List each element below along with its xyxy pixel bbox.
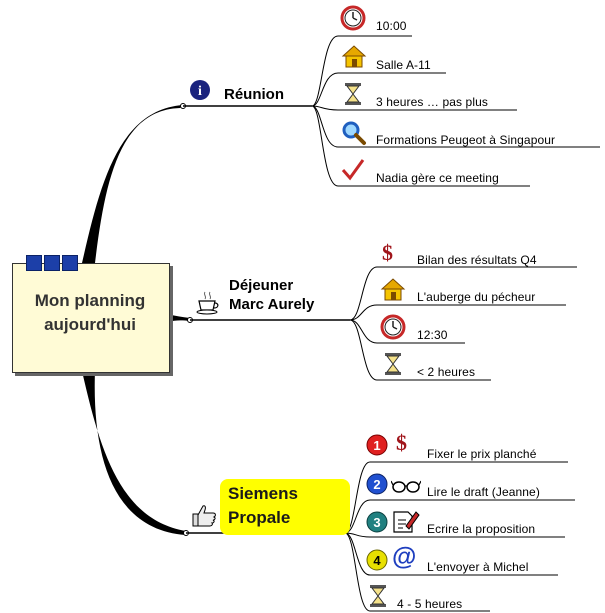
dollar-icon: $ — [396, 430, 407, 455]
hourglass-icon — [385, 353, 401, 375]
central-topic-line1: Mon planning — [34, 291, 146, 310]
hourglass-icon — [345, 83, 361, 105]
svg-text:4: 4 — [373, 553, 381, 568]
info-icon: i — [190, 80, 210, 100]
siemens-leaf-5[interactable]: 4 - 5 heures — [397, 597, 463, 611]
branch-connector-dejeuner — [168, 314, 190, 322]
central-tab-icon — [44, 255, 60, 271]
siemens-leaf-1[interactable]: Fixer le prix planché — [427, 447, 537, 461]
glasses-icon — [391, 480, 421, 493]
checkmark-icon — [341, 159, 365, 181]
svg-text:1: 1 — [373, 438, 380, 453]
priority-4-icon: 4 — [366, 549, 388, 571]
branch-title-reunion[interactable]: Réunion — [224, 86, 284, 103]
clock-icon — [380, 314, 406, 340]
reunion-leaf-5[interactable]: Nadia gère ce meeting — [376, 171, 499, 185]
siemens-leaf-3[interactable]: Ecrire la proposition — [427, 522, 536, 536]
siemens-highlight — [220, 479, 350, 535]
clock-icon — [340, 5, 366, 31]
thumbs-up-icon — [192, 505, 216, 527]
dejeuner-leaf-2[interactable]: L'auberge du pécheur — [417, 290, 536, 304]
svg-text:3: 3 — [373, 515, 380, 530]
house-icon — [341, 45, 367, 68]
priority-2-icon: 2 — [366, 473, 388, 495]
reunion-leaf-2[interactable]: Salle A-11 — [376, 58, 431, 72]
siemens-leaf-4[interactable]: L'envoyer à Michel — [427, 560, 529, 574]
magnifier-icon — [342, 121, 366, 145]
central-tab-icon — [26, 255, 42, 271]
svg-text:i: i — [198, 84, 202, 99]
reunion-leaf-1[interactable]: 10:00 — [376, 19, 407, 33]
central-topic-title[interactable]: Mon planning aujourd'hui — [12, 289, 168, 337]
dejeuner-leaf-4[interactable]: < 2 heures — [417, 365, 476, 379]
central-tab-icon — [62, 255, 78, 271]
dollar-icon: $ — [382, 240, 393, 265]
priority-3-icon: 3 — [366, 511, 388, 533]
branch-connector-siemens — [82, 371, 186, 535]
branch-title-dejeuner-line2: Marc Aurely — [229, 296, 315, 313]
reunion-leaf-lines — [311, 35, 600, 187]
svg-text:2: 2 — [373, 477, 380, 492]
branch-title-siemens[interactable]: Siemens Propale — [228, 482, 298, 530]
dejeuner-leaf-1[interactable]: Bilan des résultats Q4 — [417, 253, 537, 267]
at-sign-icon: @ — [392, 543, 417, 571]
coffee-cup-icon — [196, 291, 219, 315]
branch-title-siemens-line1: Siemens — [228, 484, 298, 503]
reunion-leaf-3[interactable]: 3 heures … pas plus — [376, 95, 488, 109]
house-icon — [380, 278, 406, 301]
branch-title-dejeuner-line1: Déjeuner — [229, 277, 294, 294]
siemens-leaf-2[interactable]: Lire le draft (Jeanne) — [427, 485, 540, 499]
hourglass-icon — [370, 585, 386, 607]
dejeuner-leaf-lines — [349, 266, 577, 381]
central-topic-line2: aujourd'hui — [44, 315, 136, 334]
document-edit-icon — [393, 511, 420, 533]
central-topic-box[interactable] — [12, 263, 170, 373]
branch-connector-reunion — [82, 105, 183, 263]
branch-title-dejeuner[interactable]: Déjeuner Marc Aurely — [229, 276, 314, 314]
branch-title-siemens-line2: Propale — [228, 508, 291, 527]
dejeuner-leaf-3[interactable]: 12:30 — [417, 328, 448, 342]
reunion-leaf-4[interactable]: Formations Peugeot à Singapour — [376, 133, 556, 147]
priority-1-icon: 1 — [366, 434, 388, 456]
